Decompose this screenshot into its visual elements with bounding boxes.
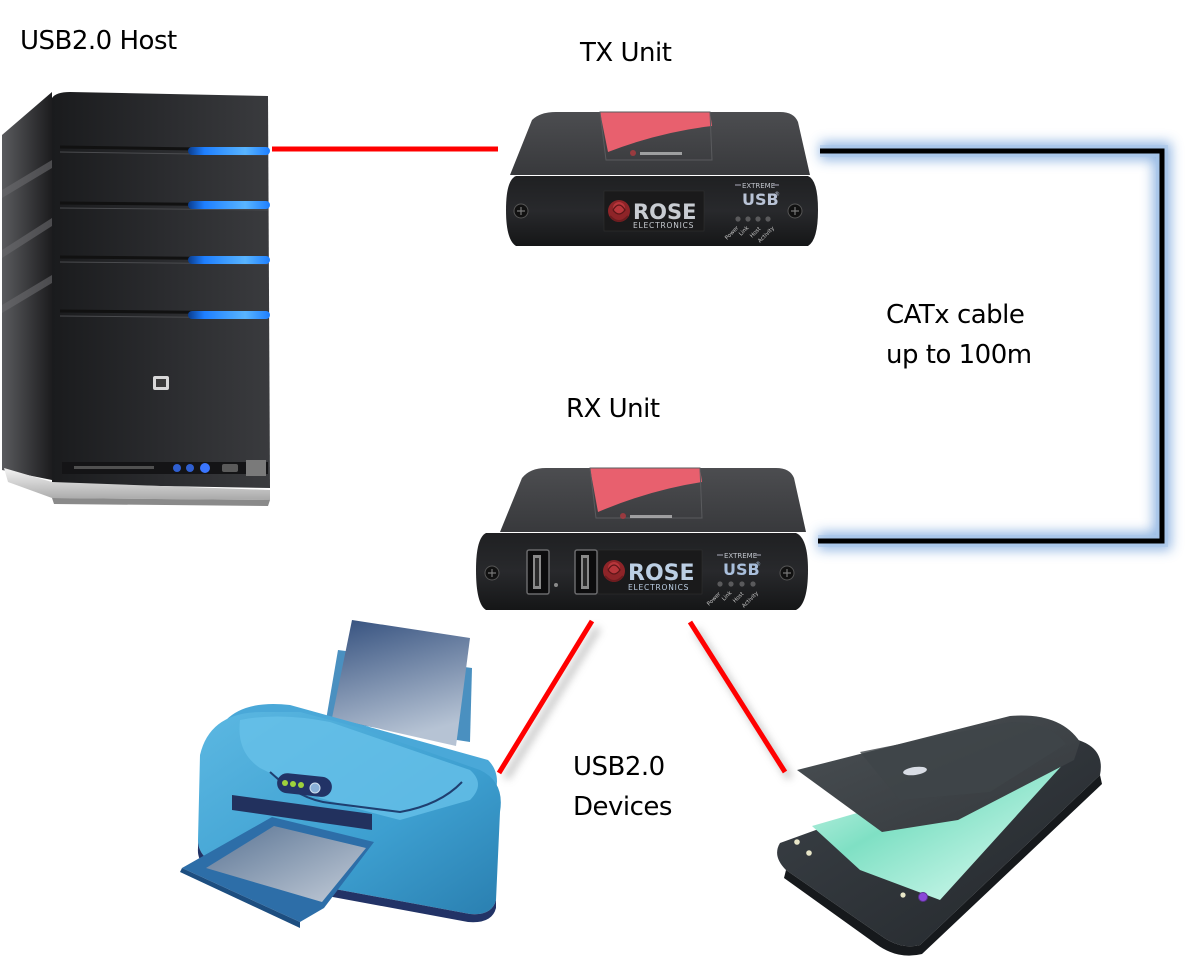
printer-power-button-icon (309, 782, 321, 794)
cable-label: CATx cable up to 100m (886, 295, 1032, 375)
rx-product-logo: EXTREME USB ® (717, 552, 761, 579)
host-label: USB2.0 Host (20, 26, 177, 56)
printer-control-panel (277, 773, 332, 797)
tx-brand-sub-text: ELECTRONICS (633, 221, 694, 230)
printer-led-3 (298, 782, 304, 788)
devices-label: USB2.0 Devices (573, 747, 672, 827)
cable-label-line-2: up to 100m (886, 340, 1032, 370)
rx-led-activity (750, 581, 756, 587)
printer-paper-feed (326, 620, 472, 746)
tx-unit-label: TX Unit (580, 38, 672, 68)
rx-brand-sub-text: ELECTRONICS (628, 583, 689, 592)
server-base-stand (4, 468, 270, 506)
tx-led-activity (765, 216, 771, 222)
rx-led-host (739, 581, 745, 587)
rx-usb-port-2 (574, 549, 598, 595)
scanner-lid (797, 715, 1080, 832)
server-logo-icon (153, 376, 169, 390)
rx-brand-text: ROSE (628, 561, 695, 586)
svg-text:®: ® (774, 191, 780, 198)
tx-unit-body (506, 111, 818, 246)
svg-text:EXTREME: EXTREME (724, 552, 757, 560)
printer-led-1 (282, 780, 288, 786)
rx-port-indicator (554, 583, 558, 587)
tx-product-logo: EXTREME USB ® (735, 182, 780, 209)
tx-led-host (755, 216, 761, 222)
devices-label-line-1: USB2.0 (573, 752, 665, 782)
usb-link-rx-to-scanner (687, 620, 793, 780)
tx-led-power (735, 216, 741, 222)
scanner-scan-button-icon (918, 892, 928, 902)
cable-label-line-1: CATx cable (886, 300, 1025, 330)
usb-link-host-to-tx (272, 146, 498, 164)
tx-led-link (745, 216, 751, 222)
printer-led-2 (290, 781, 296, 787)
rx-led-power (717, 581, 723, 587)
rx-unit-label: RX Unit (566, 394, 660, 424)
catx-cable-link (818, 142, 1171, 550)
svg-text:USB: USB (723, 560, 760, 579)
server-drive-leds (188, 147, 270, 319)
tx-rose-logo-icon (608, 200, 630, 222)
printer-output-tray (180, 817, 374, 928)
scanner-buttons (794, 839, 928, 902)
server-control-panel (62, 460, 268, 476)
svg-text:®: ® (755, 561, 761, 568)
scanner-logo-icon (903, 766, 927, 776)
usb-link-rx-to-printer (496, 619, 601, 780)
tx-top-logo (640, 152, 682, 155)
rx-usb-port-1 (526, 549, 550, 595)
rx-rose-logo-icon (603, 560, 625, 582)
rx-led-link (728, 581, 734, 587)
svg-text:EXTREME: EXTREME (742, 182, 775, 190)
svg-text:USB: USB (742, 190, 779, 209)
rx-top-logo (630, 515, 672, 518)
rx-unit-body (476, 467, 808, 610)
server-body (2, 92, 270, 488)
devices-label-line-2: Devices (573, 792, 672, 822)
tx-brand-text: ROSE (633, 200, 697, 224)
